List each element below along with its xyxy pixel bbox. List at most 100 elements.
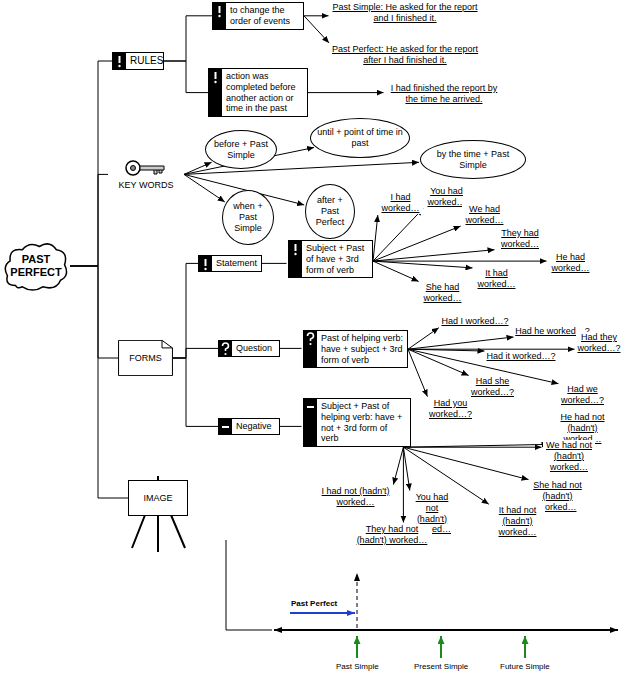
icon-box: to change the order of events	[212, 2, 304, 30]
node-text: IMAGE	[143, 493, 172, 504]
node-text: Past Perfect: He asked for the report af…	[330, 44, 480, 66]
icon-symbol	[213, 3, 226, 19]
connector	[403, 447, 528, 479]
node-text: Had we worked…?	[560, 384, 605, 406]
connector	[304, 16, 329, 43]
keyword-ellipse: by the time + Past Simple	[420, 140, 526, 179]
example-text: I had finished the report by the time he…	[385, 83, 503, 105]
past-perfect-arrow	[290, 612, 355, 614]
node-text: Negative	[236, 421, 276, 432]
node-text: to change the order of events	[230, 5, 300, 27]
connector	[280, 348, 302, 349]
cloud-outline	[5, 244, 66, 290]
node-text: I had not (hadn't) worked…	[318, 486, 393, 508]
tense-arrow	[524, 636, 526, 658]
key-icon-node: KEY WORDS	[108, 158, 184, 191]
icon-box: Statement	[198, 255, 262, 272]
icon-bar	[213, 3, 226, 29]
key-shaft	[140, 166, 164, 174]
node-text: They had worked…	[496, 228, 544, 250]
tense-arrow	[440, 636, 442, 658]
example-text: Past Perfect: He asked for the report af…	[330, 44, 480, 66]
node-text: I had worked…	[378, 192, 423, 214]
node-text: KEY WORDS	[108, 180, 184, 191]
node-text: after + Past Perfect	[312, 195, 348, 227]
example-text: We had worked…	[462, 204, 507, 226]
icon-bar	[199, 256, 212, 271]
connector	[373, 250, 495, 261]
icon-symbol	[304, 331, 317, 347]
connector	[280, 426, 302, 427]
connector	[373, 261, 419, 281]
icon-symbol	[289, 241, 302, 257]
connector	[304, 15, 329, 16]
node-text: FORMS	[129, 353, 162, 364]
exclamation-stroke	[205, 259, 207, 266]
icon-bar	[113, 53, 126, 69]
exclamation-dot	[118, 65, 120, 67]
connector	[70, 174, 108, 266]
easel-canvas: IMAGE	[128, 480, 188, 516]
connector	[173, 348, 218, 358]
connector	[373, 226, 461, 261]
node-text: Had I worked…?	[440, 316, 510, 327]
example-text: We had not (hadn't) worked…	[543, 440, 595, 472]
icon-bar	[289, 241, 302, 277]
example-text: Had you worked…?	[428, 398, 473, 420]
connector	[403, 444, 548, 447]
node-text: Subject + Past of helping verb: have + n…	[321, 401, 407, 444]
node-text: It had worked…	[474, 268, 519, 290]
node-text: before + Past Simple	[212, 139, 270, 161]
keyword-ellipse: before + Past Simple	[205, 130, 277, 169]
connector	[373, 215, 378, 261]
connector	[70, 61, 112, 266]
exclamation-stroke	[295, 244, 297, 251]
exclamation-dot	[218, 15, 220, 17]
question-dot	[224, 353, 226, 355]
key-shape	[124, 158, 168, 178]
node-text: We had not (hadn't) worked…	[543, 440, 595, 472]
icon-symbol	[199, 256, 212, 272]
connector	[70, 266, 118, 358]
example-text: They had not (hadn't) worked…	[352, 524, 432, 546]
connector	[164, 61, 208, 93]
node-text: Past of helping verb: have + subject + 3…	[321, 333, 404, 365]
icon-bar	[304, 399, 317, 446]
icon-box: action was completed before another acti…	[208, 68, 308, 117]
connector	[173, 263, 198, 358]
connector	[403, 447, 541, 448]
connector	[408, 349, 485, 351]
example-text: Had we worked…?	[560, 384, 605, 406]
exclamation-stroke	[219, 6, 221, 13]
icon-box: Negative	[218, 418, 280, 435]
example-text: Had she worked…?	[470, 376, 515, 398]
connector	[403, 447, 404, 522]
minus-stroke	[222, 426, 229, 428]
exclamation-dot	[294, 253, 296, 255]
example-text: They had worked…	[496, 228, 544, 250]
example-text: She had worked…	[420, 282, 465, 304]
connector	[373, 261, 547, 262]
connector	[164, 16, 212, 61]
connector	[184, 162, 212, 174]
node-text: Question	[236, 343, 276, 354]
node-text: PAST PERFECT	[10, 253, 62, 279]
node-text: Had you worked…?	[428, 398, 473, 420]
icon-symbol	[304, 399, 317, 415]
node-text: It had not (hadn't) worked…	[490, 505, 545, 537]
connector	[393, 447, 403, 484]
icon-symbol	[219, 419, 232, 435]
example-text: I had not (hadn't) worked…	[318, 486, 393, 508]
node-text: until + point of time in past	[317, 127, 403, 149]
connector	[408, 349, 427, 396]
time-axis	[274, 629, 618, 631]
connector	[408, 337, 514, 349]
connector	[308, 92, 384, 93]
easel-leg	[171, 515, 185, 548]
connector	[403, 447, 409, 490]
example-text: Had I worked…?	[440, 316, 510, 327]
node-text: He had worked…	[548, 252, 593, 274]
question-dot	[309, 343, 311, 345]
example-text: I had worked…	[378, 192, 423, 214]
